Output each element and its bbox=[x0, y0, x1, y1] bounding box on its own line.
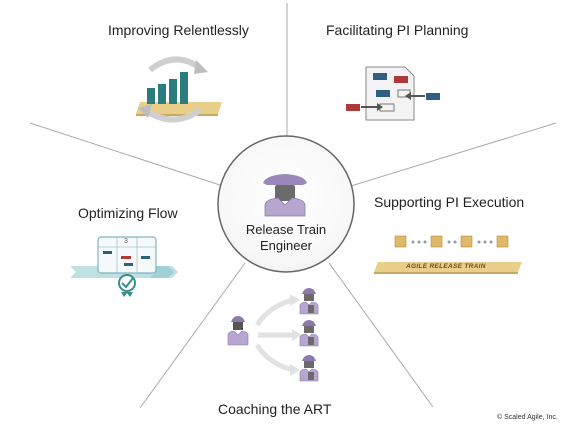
team-member-icon-3 bbox=[299, 355, 319, 382]
label-improving-relentlessly: Improving Relentlessly bbox=[108, 22, 249, 38]
team-member-icon-2 bbox=[299, 320, 319, 347]
divider-bottom-left bbox=[139, 262, 246, 409]
copyright-notice: © Scaled Agile, Inc. bbox=[497, 414, 558, 421]
kanban-flow-icon bbox=[70, 236, 178, 297]
train-banner-text: AGILE RELEASE TRAIN bbox=[406, 263, 486, 270]
center-label-line2: Engineer bbox=[259, 238, 313, 253]
improving-icon bbox=[136, 56, 222, 123]
divider-right bbox=[350, 122, 557, 187]
divider-left bbox=[29, 122, 224, 187]
label-optimizing-flow: Optimizing Flow bbox=[78, 205, 178, 221]
divider-bottom-right bbox=[328, 262, 434, 408]
divider-lines bbox=[29, 3, 557, 409]
team-member-icon-1 bbox=[299, 288, 319, 315]
coach-person-icon bbox=[227, 316, 249, 346]
kanban-column-number: 3 bbox=[124, 238, 128, 245]
label-supporting-pi-execution: Supporting PI Execution bbox=[374, 194, 525, 210]
center-label-line1: Release Train bbox=[245, 222, 327, 237]
pi-planning-board-icon bbox=[346, 66, 440, 121]
rte-person-icon bbox=[263, 174, 307, 217]
coaching-group-icon bbox=[227, 288, 319, 382]
release-train-icon bbox=[374, 235, 522, 274]
center-label: Release Train Engineer bbox=[236, 222, 336, 254]
label-coaching-the-art: Coaching the ART bbox=[218, 401, 332, 417]
label-facilitating-pi-planning: Facilitating PI Planning bbox=[326, 22, 469, 38]
